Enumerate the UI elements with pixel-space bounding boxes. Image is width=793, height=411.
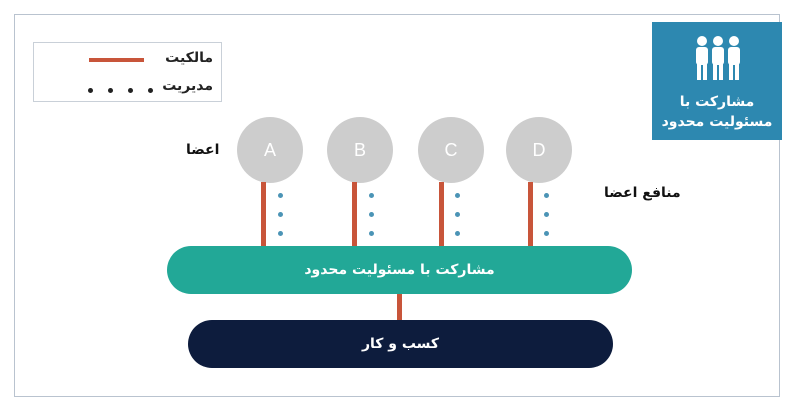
business-bar: کسب و کار: [188, 320, 613, 368]
member-c: C: [418, 117, 484, 183]
badge-line-2: مسئولیت محدود: [661, 114, 773, 130]
llc-to-business-line: [397, 294, 402, 322]
members-label: اعضا: [186, 142, 220, 158]
legend: مالکیت مدیریت: [33, 42, 222, 102]
legend-ownership: مالکیت: [34, 47, 223, 73]
member-b: B: [327, 117, 393, 183]
llc-badge: مشارکت با مسئولیت محدود: [652, 22, 782, 140]
diagram-frame: [14, 14, 780, 397]
llc-bar: مشارکت با مسئولیت محدود: [167, 246, 632, 294]
ownership-line-b: [352, 182, 357, 248]
ownership-line-swatch: [89, 58, 144, 62]
ownership-line-d: [528, 182, 533, 248]
badge-title: مشارکت با مسئولیت محدود: [652, 92, 782, 132]
legend-ownership-label: مالکیت: [165, 50, 213, 66]
legend-management: مدیریت: [34, 75, 223, 101]
management-dots-swatch: [86, 88, 156, 94]
legend-management-label: مدیریت: [162, 78, 213, 94]
badge-line-1: مشارکت با: [679, 94, 755, 110]
member-benefits-label: منافع اعضا: [604, 185, 681, 201]
llc-bar-label: مشارکت با مسئولیت محدود: [304, 262, 495, 278]
member-a: A: [237, 117, 303, 183]
ownership-line-c: [439, 182, 444, 248]
people-group-icon: [696, 36, 740, 80]
member-d: D: [506, 117, 572, 183]
ownership-line-a: [261, 182, 266, 248]
business-bar-label: کسب و کار: [361, 336, 440, 352]
